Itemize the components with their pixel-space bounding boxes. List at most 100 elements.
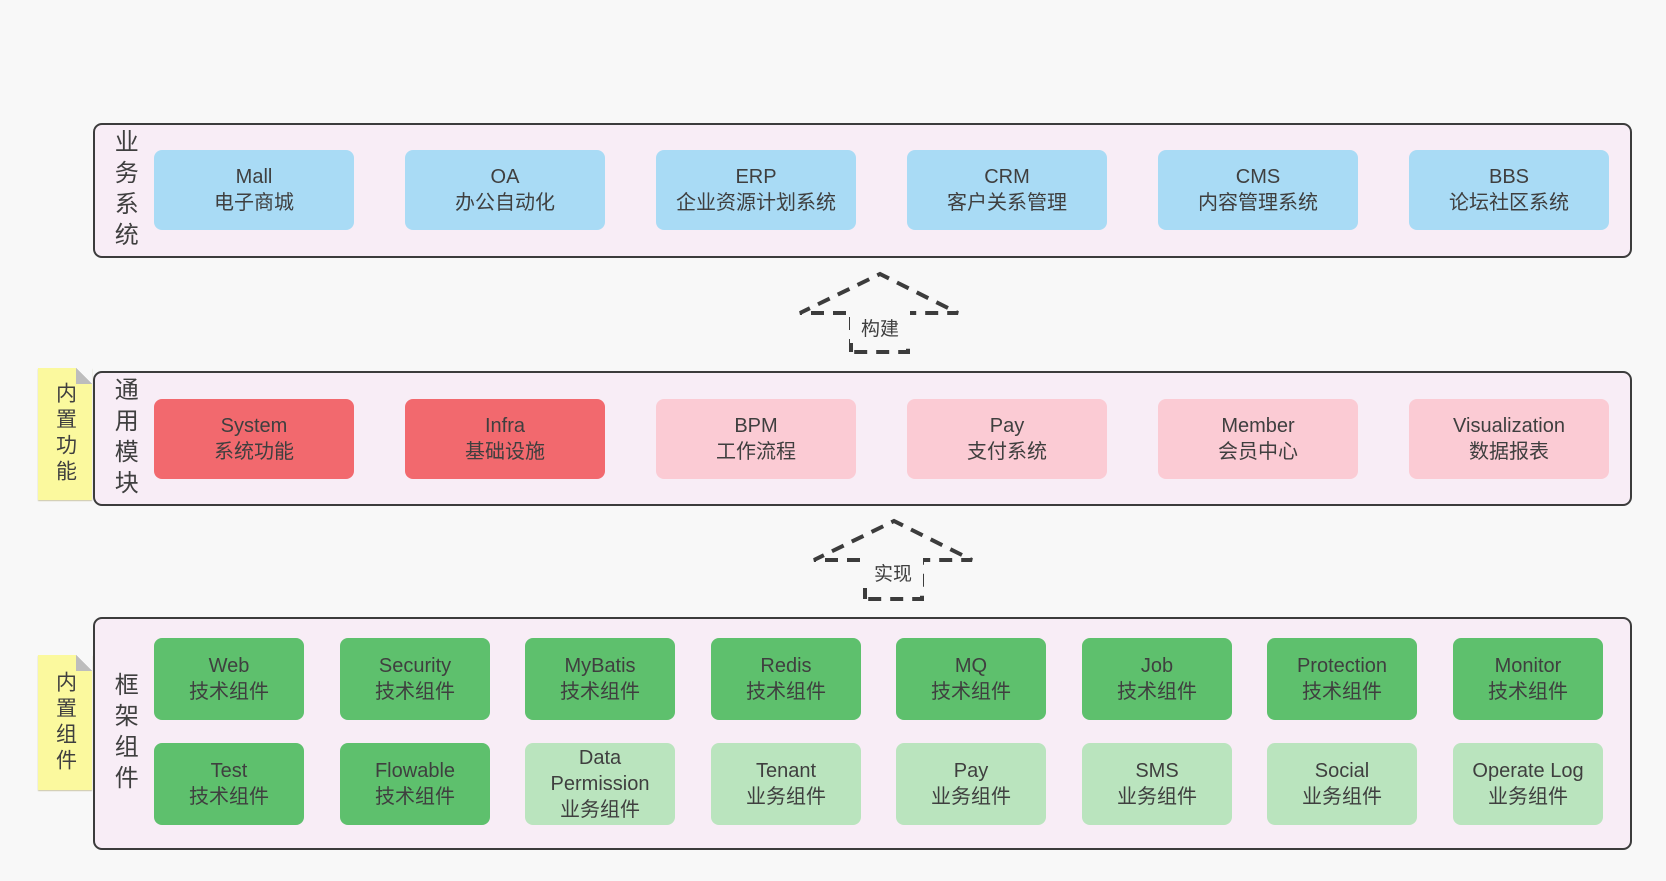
box-subtitle: 内容管理系统: [1198, 192, 1318, 214]
arrow-outline: [813, 518, 973, 601]
box-pay: Pay 支付系统: [907, 399, 1107, 479]
layer-label-text: 框架组件: [110, 671, 138, 796]
box-subtitle: 企业资源计划系统: [676, 192, 836, 214]
box-subtitle: 支付系统: [967, 441, 1047, 463]
box-protection: Protection 技术组件: [1267, 638, 1417, 720]
box-mq: MQ 技术组件: [896, 638, 1046, 720]
box-title: Operate Log: [1472, 760, 1584, 782]
box-title: OA: [490, 166, 520, 188]
box-title: Job: [1140, 655, 1174, 677]
box-title: Flowable: [374, 760, 456, 782]
box-title: Pay: [953, 760, 989, 782]
box-subtitle: 办公自动化: [455, 192, 555, 214]
box-title: Protection: [1296, 655, 1388, 677]
sticky-note-builtin-components: 内置组件: [38, 655, 92, 790]
box-title: Test: [210, 760, 248, 782]
layer-label-text: 通用模块: [110, 376, 138, 501]
layer-framework-components: 框架组件 Web 技术组件 Security 技术组件 MyBatis 技术组件…: [93, 617, 1632, 850]
box-system: System 系统功能: [154, 399, 354, 479]
box-title: BBS: [1488, 166, 1530, 188]
box-title: Data Permission: [550, 747, 650, 795]
arrow-implement: [813, 518, 973, 601]
box-title: BPM: [734, 415, 778, 437]
layer-label-text: 业务系统: [110, 128, 138, 253]
box-visualization: Visualization 数据报表: [1409, 399, 1609, 479]
box-subtitle: 技术组件: [746, 681, 826, 703]
box-operate-log: Operate Log 业务组件: [1453, 743, 1603, 825]
box-subtitle: 技术组件: [931, 681, 1011, 703]
box-flowable: Flowable 技术组件: [340, 743, 490, 825]
box-subtitle: 论坛社区系统: [1449, 192, 1569, 214]
arrow-build: [799, 271, 959, 354]
layer-common-modules: 通用模块 System 系统功能 Infra 基础设施 BPM 工作流程 Pay…: [93, 371, 1632, 506]
box-tenant: Tenant 业务组件: [711, 743, 861, 825]
box-mall: Mall 电子商城: [154, 150, 354, 230]
box-crm: CRM 客户关系管理: [907, 150, 1107, 230]
box-subtitle: 技术组件: [375, 681, 455, 703]
box-oa: OA 办公自动化: [405, 150, 605, 230]
note-text: 内置功能: [53, 382, 77, 486]
box-social: Social 业务组件: [1267, 743, 1417, 825]
box-title: MyBatis: [564, 655, 636, 677]
box-redis: Redis 技术组件: [711, 638, 861, 720]
box-subtitle: 业务组件: [746, 786, 826, 808]
box-subtitle: 客户关系管理: [947, 192, 1067, 214]
box-erp: ERP 企业资源计划系统: [656, 150, 856, 230]
box-title: Tenant: [755, 760, 817, 782]
box-job: Job 技术组件: [1082, 638, 1232, 720]
arrow-label-build: 构建: [850, 311, 910, 343]
box-title: SMS: [1135, 760, 1179, 782]
box-title: Web: [208, 655, 250, 677]
box-subtitle: 业务组件: [1117, 786, 1197, 808]
box-subtitle: 技术组件: [375, 786, 455, 808]
box-title: Infra: [484, 415, 526, 437]
box-subtitle: 技术组件: [189, 786, 269, 808]
note-fold-corner: [76, 368, 92, 384]
arrow-label-implement: 实现: [863, 556, 923, 588]
box-subtitle: 业务组件: [1302, 786, 1382, 808]
box-title: Monitor: [1494, 655, 1562, 677]
box-pay-biz: Pay 业务组件: [896, 743, 1046, 825]
box-title: ERP: [735, 166, 777, 188]
box-subtitle: 技术组件: [1488, 681, 1568, 703]
box-mybatis: MyBatis 技术组件: [525, 638, 675, 720]
box-monitor: Monitor 技术组件: [1453, 638, 1603, 720]
box-bbs: BBS 论坛社区系统: [1409, 150, 1609, 230]
box-title: System: [220, 415, 288, 437]
box-test: Test 技术组件: [154, 743, 304, 825]
layer-business-systems: 业务系统 Mall 电子商城 OA 办公自动化 ERP 企业资源计划系统 CRM…: [93, 123, 1632, 258]
note-fold-corner: [76, 655, 92, 671]
box-title: CRM: [984, 166, 1030, 188]
box-bpm: BPM 工作流程: [656, 399, 856, 479]
box-cms: CMS 内容管理系统: [1158, 150, 1358, 230]
box-title: Mall: [235, 166, 273, 188]
box-subtitle: 技术组件: [189, 681, 269, 703]
box-data-permission: Data Permission 业务组件: [525, 743, 675, 825]
box-subtitle: 工作流程: [716, 441, 796, 463]
note-text: 内置组件: [53, 670, 77, 775]
box-subtitle: 基础设施: [465, 441, 545, 463]
box-subtitle: 业务组件: [560, 799, 640, 821]
box-title: Member: [1221, 415, 1295, 437]
box-subtitle: 业务组件: [931, 786, 1011, 808]
box-subtitle: 数据报表: [1469, 441, 1549, 463]
layer-label-common-modules: 通用模块: [103, 373, 143, 504]
box-subtitle: 技术组件: [560, 681, 640, 703]
box-sms: SMS 业务组件: [1082, 743, 1232, 825]
arrow-outline: [799, 271, 959, 354]
box-title: Social: [1314, 760, 1370, 782]
box-title: Visualization: [1453, 415, 1565, 437]
box-title: CMS: [1235, 166, 1281, 188]
box-title: Redis: [760, 655, 812, 677]
layer-label-framework-components: 框架组件: [103, 619, 143, 848]
box-web: Web 技术组件: [154, 638, 304, 720]
box-security: Security 技术组件: [340, 638, 490, 720]
box-member: Member 会员中心: [1158, 399, 1358, 479]
box-subtitle: 系统功能: [214, 441, 294, 463]
layer-label-business-systems: 业务系统: [103, 125, 143, 256]
box-infra: Infra 基础设施: [405, 399, 605, 479]
box-subtitle: 业务组件: [1488, 786, 1568, 808]
box-subtitle: 电子商城: [214, 192, 294, 214]
box-title: Pay: [989, 415, 1025, 437]
